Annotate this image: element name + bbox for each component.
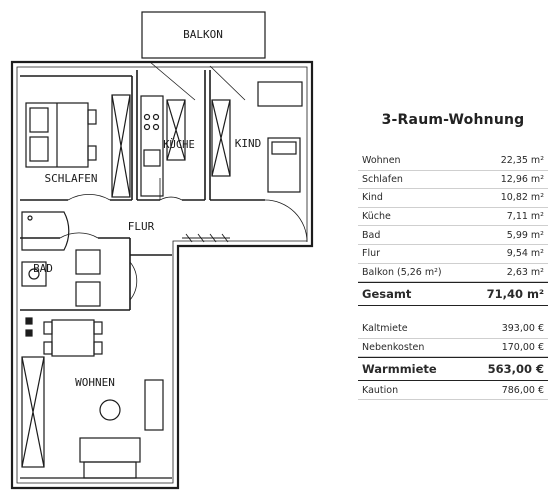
area-label: Flur	[362, 248, 381, 260]
area-label: Bad	[362, 229, 381, 241]
area-value: 10,82 m²	[500, 192, 544, 204]
room-label-balkon: BALKON	[183, 28, 223, 41]
panel-title: 3-Raum-Wohnung	[381, 112, 525, 128]
cost-value: 170,00 €	[501, 342, 544, 354]
info-panel: 3-Raum-Wohnung Wohnen 22,35 m² Schlafen 12…	[358, 112, 548, 400]
cost-row-kaltmiete: Kaltmiete 393,00 €	[358, 320, 548, 339]
outer-walls	[10, 60, 314, 490]
room-label-schlafen: SCHLAFEN	[45, 172, 98, 185]
total-value: 71,40 m²	[486, 287, 544, 302]
warmmiete-label: Warmmiete	[362, 362, 437, 377]
area-row-kueche: Küche 7,11 m²	[358, 208, 548, 227]
cost-list: Kaltmiete 393,00 € Nebenkosten 170,00 € Wa…	[358, 320, 548, 400]
area-value: 2,63 m²	[506, 266, 544, 278]
area-row-balkon: Balkon (5,26 m²) 2,63 m²	[358, 264, 548, 283]
area-list: Wohnen 22,35 m² Schlafen 12,96 m² Kind 10,8…	[358, 152, 548, 307]
area-value: 7,11 m²	[506, 211, 544, 223]
total-label: Gesamt	[362, 287, 412, 302]
area-label: Küche	[362, 211, 391, 223]
area-value: 22,35 m²	[500, 155, 544, 167]
room-label-kind: KIND	[235, 137, 262, 150]
floor-plan: BALKON SCHLAFEN KÜCHE KIND FLUR BAD WOHN…	[10, 11, 314, 490]
area-label: Schlafen	[362, 173, 403, 185]
cost-label: Nebenkosten	[362, 342, 425, 354]
area-row-flur: Flur 9,54 m²	[358, 245, 548, 264]
cost-row-nebenkosten: Nebenkosten 170,00 €	[358, 339, 548, 358]
area-value: 9,54 m²	[506, 248, 544, 260]
area-value: 5,99 m²	[506, 229, 544, 241]
room-label-flur: FLUR	[128, 220, 155, 233]
kaution-row: Kaution 786,00 €	[358, 381, 548, 400]
warmmiete-row: Warmmiete 563,00 €	[358, 357, 548, 382]
area-value: 12,96 m²	[500, 173, 544, 185]
area-row-schlafen: Schlafen 12,96 m²	[358, 171, 548, 190]
cost-label: Kaltmiete	[362, 323, 408, 335]
area-label: Wohnen	[362, 155, 401, 167]
area-row-kind: Kind 10,82 m²	[358, 189, 548, 208]
area-label: Balkon (5,26 m²)	[362, 266, 442, 278]
room-label-wohnen: WOHNEN	[75, 376, 115, 389]
area-row-wohnen: Wohnen 22,35 m²	[358, 152, 548, 171]
area-row-bad: Bad 5,99 m²	[358, 226, 548, 245]
kaution-value: 786,00 €	[501, 384, 544, 396]
kaution-label: Kaution	[362, 384, 399, 396]
cost-value: 393,00 €	[501, 323, 544, 335]
room-label-kueche: KÜCHE	[163, 138, 195, 151]
room-label-bad: BAD	[33, 262, 53, 275]
balkon-area	[141, 11, 266, 59]
area-total-row: Gesamt 71,40 m²	[358, 282, 548, 307]
area-label: Kind	[362, 192, 383, 204]
interior-walls	[20, 70, 265, 311]
warmmiete-value: 563,00 €	[487, 362, 544, 377]
